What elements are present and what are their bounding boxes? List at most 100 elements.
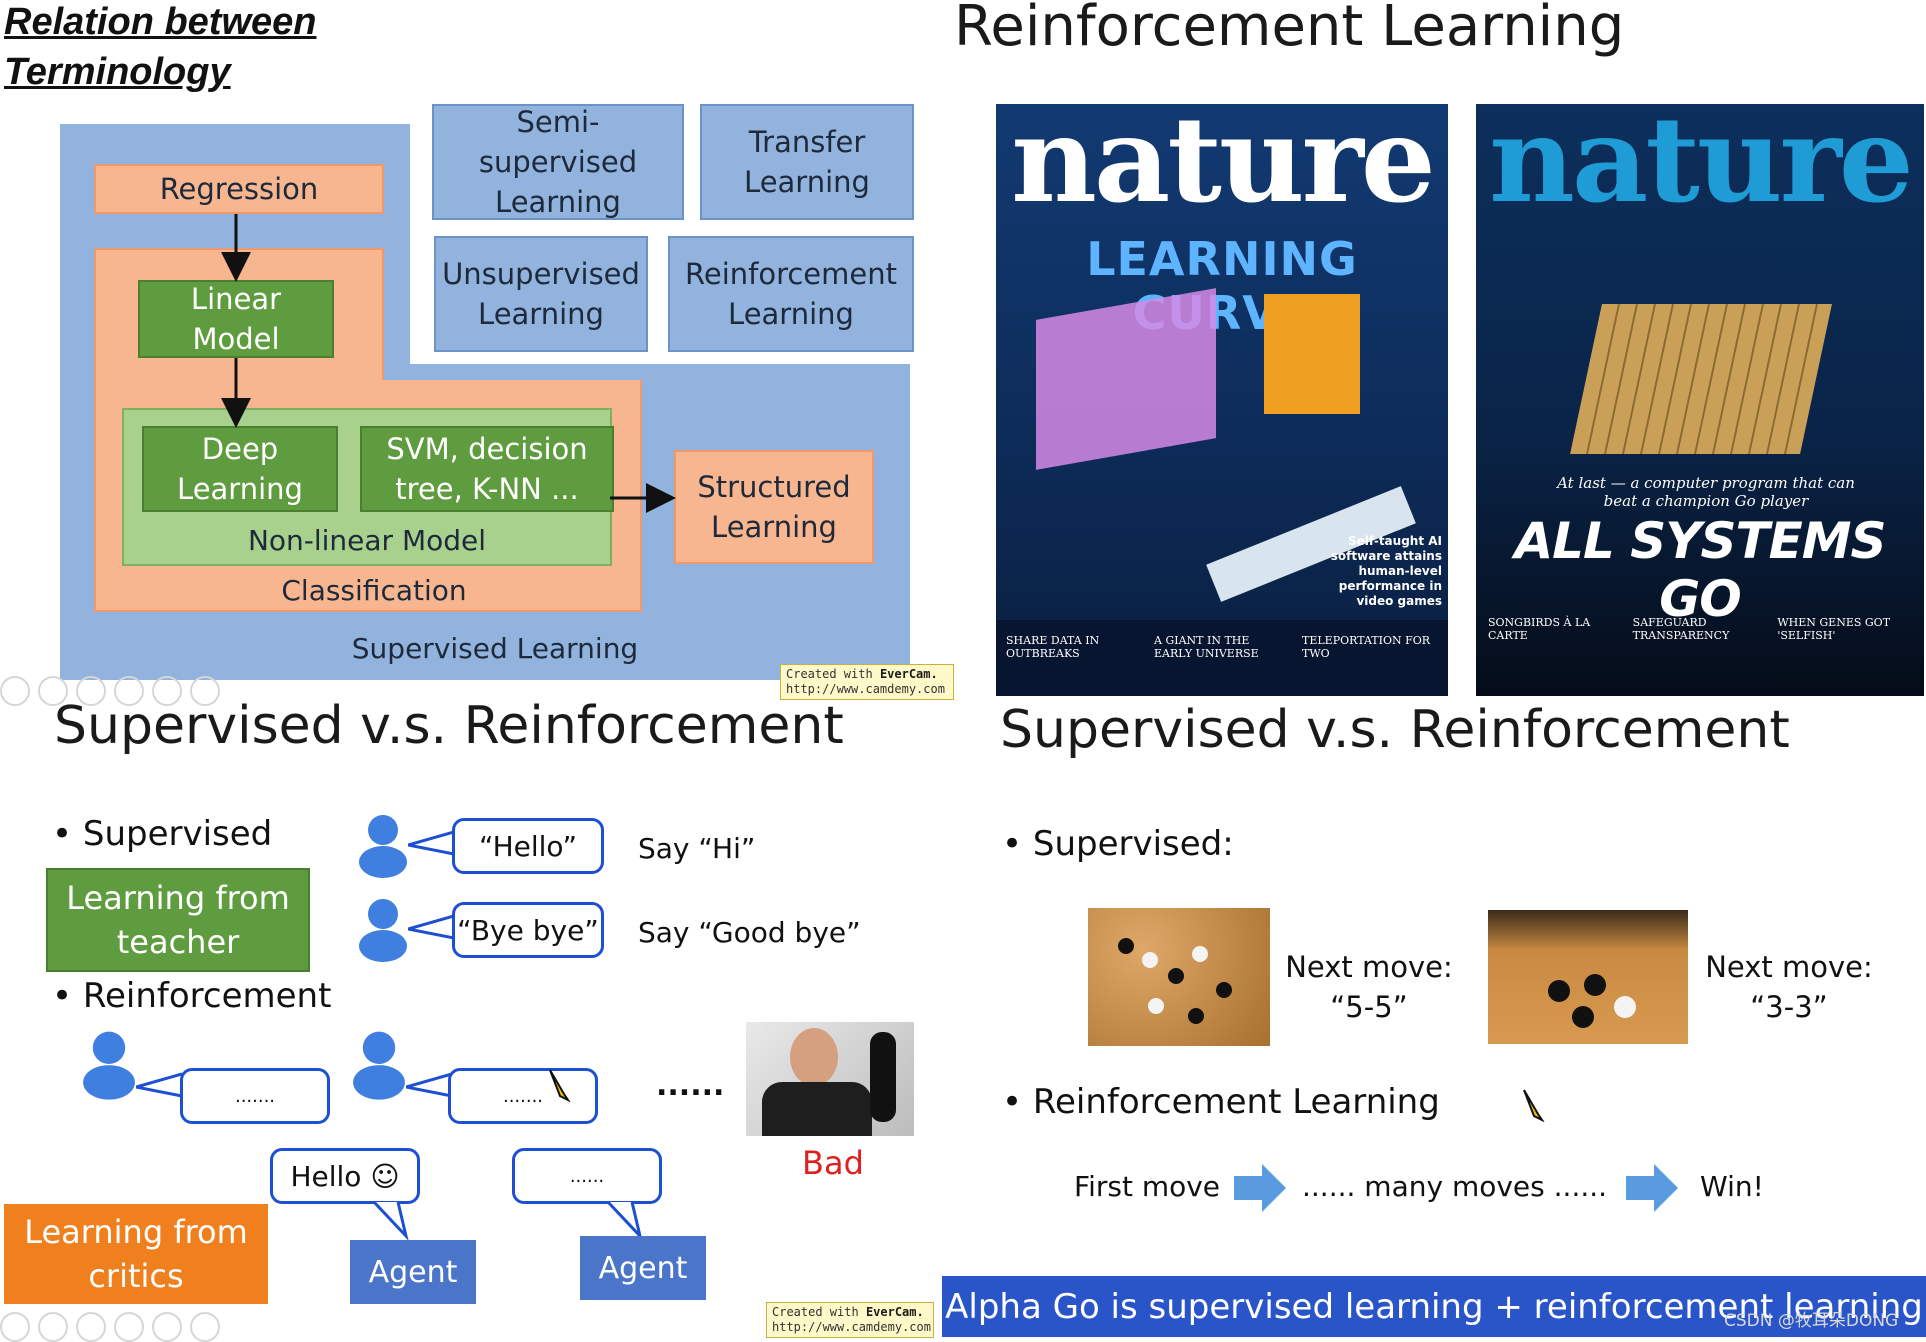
evercam-badge-bottom: Created with EverCam. http://www.camdemy… xyxy=(766,1302,934,1338)
go-board-shape xyxy=(1570,304,1832,454)
bubble-dots-1: ....... xyxy=(180,1068,330,1124)
nature-cover-atari: nature LEARNING CURVE Self-taught AI sof… xyxy=(996,104,1448,696)
cover2-caption: At last — a computer program that can be… xyxy=(1557,474,1855,510)
deep-learning-box: Deep Learning xyxy=(142,426,338,512)
first-move-label: First move xyxy=(1074,1170,1221,1203)
bad-label: Bad xyxy=(802,1144,864,1182)
cover2-strip: SONGBIRDS À LA CARTE SAFEGUARD TRANSPARE… xyxy=(1476,604,1924,696)
evercam-url: http://www.camdemy.com xyxy=(772,1320,931,1334)
pink-invader-shape xyxy=(1036,288,1216,470)
cover1-tagline: Self-taught AI software attains human-le… xyxy=(1330,534,1442,608)
arrow-right-icon xyxy=(1234,1164,1286,1212)
classification-label: Classification xyxy=(281,573,467,607)
cover2-headline: ALL SYSTEMS GO xyxy=(1514,512,1886,628)
play-icon[interactable] xyxy=(38,1312,68,1342)
pen-icon[interactable] xyxy=(76,1312,106,1342)
cover1-strip: SHARE DATA IN OUTBREAKS A GIANT IN THE E… xyxy=(996,620,1448,696)
go-stone-shape xyxy=(1584,974,1606,996)
bubble-bye: “Bye bye” xyxy=(452,902,604,958)
speech-tail-down-icon xyxy=(606,1200,643,1240)
photo-head-shape xyxy=(790,1028,838,1086)
evercam-brand: EverCam. xyxy=(879,667,938,681)
bl-bullet-reinforcement: • Reinforcement xyxy=(52,976,332,1016)
cover1-brand: nature xyxy=(1011,104,1436,229)
cover2-strip-item: SONGBIRDS À LA CARTE xyxy=(1488,616,1591,642)
play-icon[interactable] xyxy=(38,676,68,706)
watermark-text: CSDN @牧耳朵DONG xyxy=(1724,1311,1899,1331)
win-label: Win! xyxy=(1700,1170,1764,1203)
go-stone-shape xyxy=(1614,996,1636,1018)
arrow-right-icon xyxy=(1626,1164,1678,1212)
tr-title: Reinforcement Learning xyxy=(954,0,1625,59)
say-hi-label: Say “Hi” xyxy=(638,832,756,865)
unsupervised-box: Unsupervised Learning xyxy=(434,236,648,352)
nonlinear-label: Non-linear Model xyxy=(247,523,487,557)
speech-tail-icon xyxy=(136,1072,182,1098)
agent-box: Agent xyxy=(350,1240,476,1304)
evercam-badge-top: Created with EverCam. http://www.camdemy… xyxy=(780,664,954,700)
pencil-cursor-icon xyxy=(549,1069,571,1102)
next-move-1: Next move: “5-5” xyxy=(1285,950,1453,1024)
transfer-learning-box: Transfer Learning xyxy=(700,104,914,220)
go-stone-shape xyxy=(1548,980,1570,1002)
br-title: Supervised v.s. Reinforcement xyxy=(1000,700,1790,760)
next-move-2: Next move: “3-3” xyxy=(1705,950,1873,1024)
speech-tail-icon xyxy=(408,830,454,856)
many-moves-label: ...... many moves ...... xyxy=(1302,1170,1608,1203)
evercam-text: Created with xyxy=(786,667,873,681)
go-stone-shape xyxy=(1148,998,1164,1014)
go-stone-shape xyxy=(1142,952,1158,968)
speech-tail-icon xyxy=(408,914,454,940)
learning-from-teacher-box: Learning from teacher xyxy=(46,868,310,972)
cover1-strip-item: A GIANT IN THE EARLY UNIVERSE xyxy=(1154,634,1259,660)
go-board-photo-1 xyxy=(1088,908,1270,1046)
tl-arrows xyxy=(221,214,676,513)
angry-man-photo xyxy=(746,1022,914,1136)
linear-model-box: Linear Model xyxy=(138,280,334,358)
go-stone-shape xyxy=(1572,1006,1594,1028)
player-controls-bottom xyxy=(0,1312,220,1342)
structured-learning-box: Structured Learning xyxy=(674,450,874,564)
bl-title: Supervised v.s. Reinforcement xyxy=(54,696,844,756)
learning-from-critics-box: Learning from critics xyxy=(4,1204,268,1304)
evercam-text: Created with xyxy=(772,1305,859,1319)
pen-icon[interactable] xyxy=(76,676,106,706)
br-bullet-rl: • Reinforcement Learning xyxy=(1002,1082,1440,1122)
reinforcement-box: Reinforcement Learning xyxy=(668,236,914,352)
go-stone-shape xyxy=(1216,982,1232,998)
go-stone-shape xyxy=(1118,938,1134,954)
person-icon xyxy=(359,899,407,962)
photo-suit-shape xyxy=(762,1082,872,1136)
copy-icon[interactable] xyxy=(114,1312,144,1342)
agent-box: Agent xyxy=(580,1236,706,1300)
zoom-icon[interactable] xyxy=(152,1312,182,1342)
bubble-hello: “Hello” xyxy=(452,818,604,874)
person-icon xyxy=(83,1031,135,1100)
go-stone-shape xyxy=(1188,1008,1204,1024)
bubble-hello-smile: Hello ☺ xyxy=(270,1148,420,1204)
bubble-dots-3: ...... xyxy=(512,1148,662,1204)
pencil-cursor-icon xyxy=(1523,1089,1545,1122)
regression-box: Regression xyxy=(94,164,384,214)
semi-supervised-box: Semi-supervised Learning xyxy=(432,104,684,220)
alphago-banner: Alpha Go is supervised learning + reinfo… xyxy=(942,1276,1926,1337)
tl-title-line1: Relation between xyxy=(4,1,317,43)
cover2-brand: nature xyxy=(1489,104,1914,229)
speech-tail-icon xyxy=(406,1072,452,1098)
control-icon[interactable] xyxy=(0,676,30,706)
go-board-photo-2 xyxy=(1488,910,1688,1044)
go-stone-shape xyxy=(1168,968,1184,984)
bl-bullet-supervised: • Supervised xyxy=(52,814,273,854)
copy-icon[interactable] xyxy=(114,676,144,706)
photo-phone-shape xyxy=(870,1032,896,1122)
more-icon[interactable] xyxy=(190,1312,220,1342)
zoom-icon[interactable] xyxy=(152,676,182,706)
more-icon[interactable] xyxy=(190,676,220,706)
person-icon xyxy=(353,1031,405,1100)
player-controls-top xyxy=(0,676,220,706)
control-icon[interactable] xyxy=(0,1312,30,1342)
cover1-strip-item: SHARE DATA IN OUTBREAKS xyxy=(1006,634,1100,660)
nature-cover-go: nature At last — a computer program that… xyxy=(1476,104,1924,696)
orange-invader-shape xyxy=(1264,294,1360,414)
cover2-strip-item: SAFEGUARD TRANSPARENCY xyxy=(1632,616,1730,642)
